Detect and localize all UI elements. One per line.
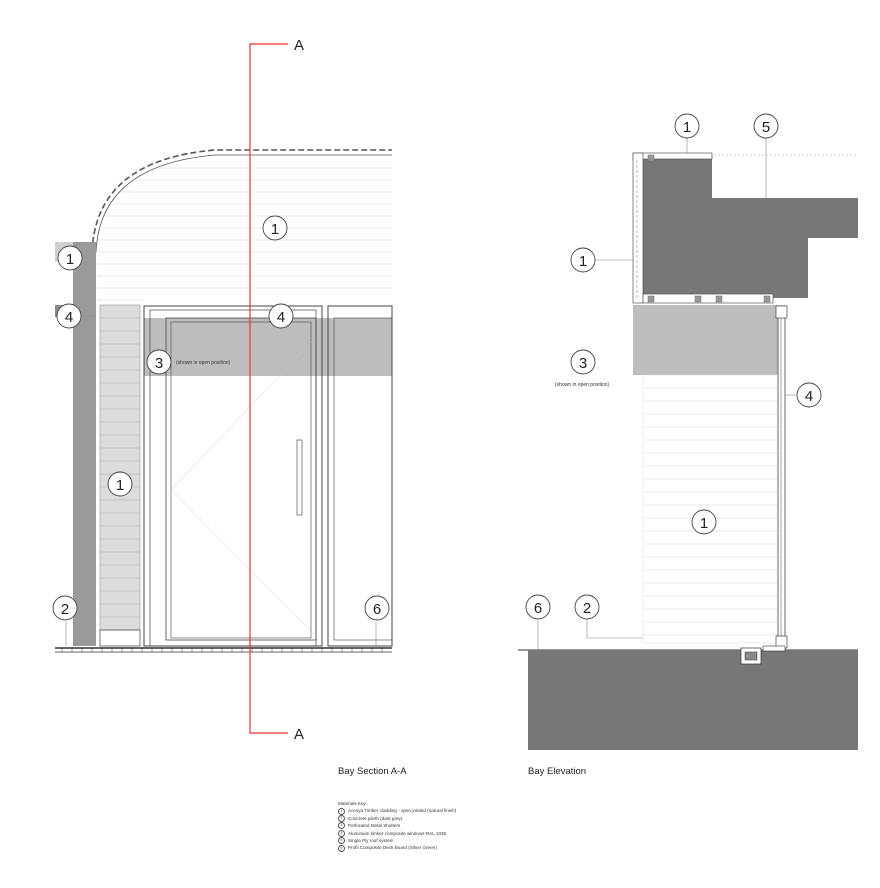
- section-roof-curve-fill: [96, 155, 392, 645]
- materials-key-title: Materials Key:: [338, 801, 368, 806]
- svg-text:5: 5: [762, 119, 770, 136]
- elevation-caption: Bay Elevation: [528, 766, 587, 777]
- section-door-handle: [296, 439, 303, 516]
- svg-text:1: 1: [579, 253, 587, 270]
- svg-text:2: 2: [583, 600, 591, 617]
- elevation-window-profile: [777, 305, 786, 647]
- callout-elevation-deck: 6: [525, 594, 551, 620]
- callout-section-left-low: 1: [107, 471, 133, 497]
- callout-elevation-cladding: 1: [691, 509, 717, 535]
- callout-section-plinth: 2: [52, 595, 78, 621]
- callout-section-roof: 1: [262, 215, 288, 241]
- svg-text:6: 6: [373, 601, 381, 618]
- callout-elevation-plinth: 2: [574, 594, 600, 620]
- section-mark-top: A: [294, 37, 304, 54]
- svg-text:2: 2: [61, 601, 69, 618]
- svg-text:1: 1: [700, 515, 708, 532]
- callout-section-left-top: 1: [57, 245, 83, 271]
- svg-text:1: 1: [271, 221, 279, 238]
- elevation-roof-fill: [643, 158, 858, 298]
- svg-text:6: 6: [534, 600, 542, 617]
- callout-section-shutter-band: 4: [268, 303, 294, 329]
- callout-section-left-mid: 4: [56, 303, 82, 329]
- elevation-shutter-note: (shown in open position): [555, 382, 610, 388]
- callout-elevation-roof: 5: [753, 113, 779, 139]
- section-cut-line: [249, 43, 288, 734]
- section-mark-bottom: A: [294, 726, 304, 743]
- svg-text:4: 4: [277, 309, 285, 326]
- section-shutter-note: (shown in open position): [176, 360, 231, 366]
- callout-section-shutter: 3: [146, 349, 172, 375]
- svg-text:3: 3: [579, 355, 587, 372]
- section-roof-edge: [91, 149, 392, 253]
- section-cladding-lines: [97, 167, 392, 301]
- callout-elevation-shutter: 3: [570, 349, 596, 375]
- callout-elevation-window: 4: [796, 382, 822, 408]
- section-cladding-strip: [99, 304, 141, 631]
- callout-elevation-top: 1: [674, 113, 700, 139]
- bay-section-view: A A 1 1 4 4 3 (shown in open posit: [52, 37, 393, 743]
- elevation-cladding: [642, 374, 779, 644]
- svg-text:3: 3: [155, 355, 163, 372]
- callout-elevation-side: 1: [570, 247, 596, 273]
- section-shutter-band: [144, 318, 392, 376]
- svg-text:1: 1: [116, 477, 124, 494]
- elevation-plinth: [528, 650, 858, 750]
- section-caption: Bay Section A-A: [338, 766, 407, 777]
- svg-text:1: 1: [66, 251, 74, 268]
- section-left-wall-fill: [73, 242, 96, 646]
- svg-text:1: 1: [683, 119, 691, 136]
- svg-text:4: 4: [65, 309, 73, 326]
- callout-section-deck: 6: [364, 595, 390, 621]
- svg-text:4: 4: [805, 388, 813, 405]
- bay-elevation-view: 1 5 1 3 (shown in open position) 4 1 6: [518, 113, 858, 750]
- elevation-shutter-band: [633, 305, 778, 375]
